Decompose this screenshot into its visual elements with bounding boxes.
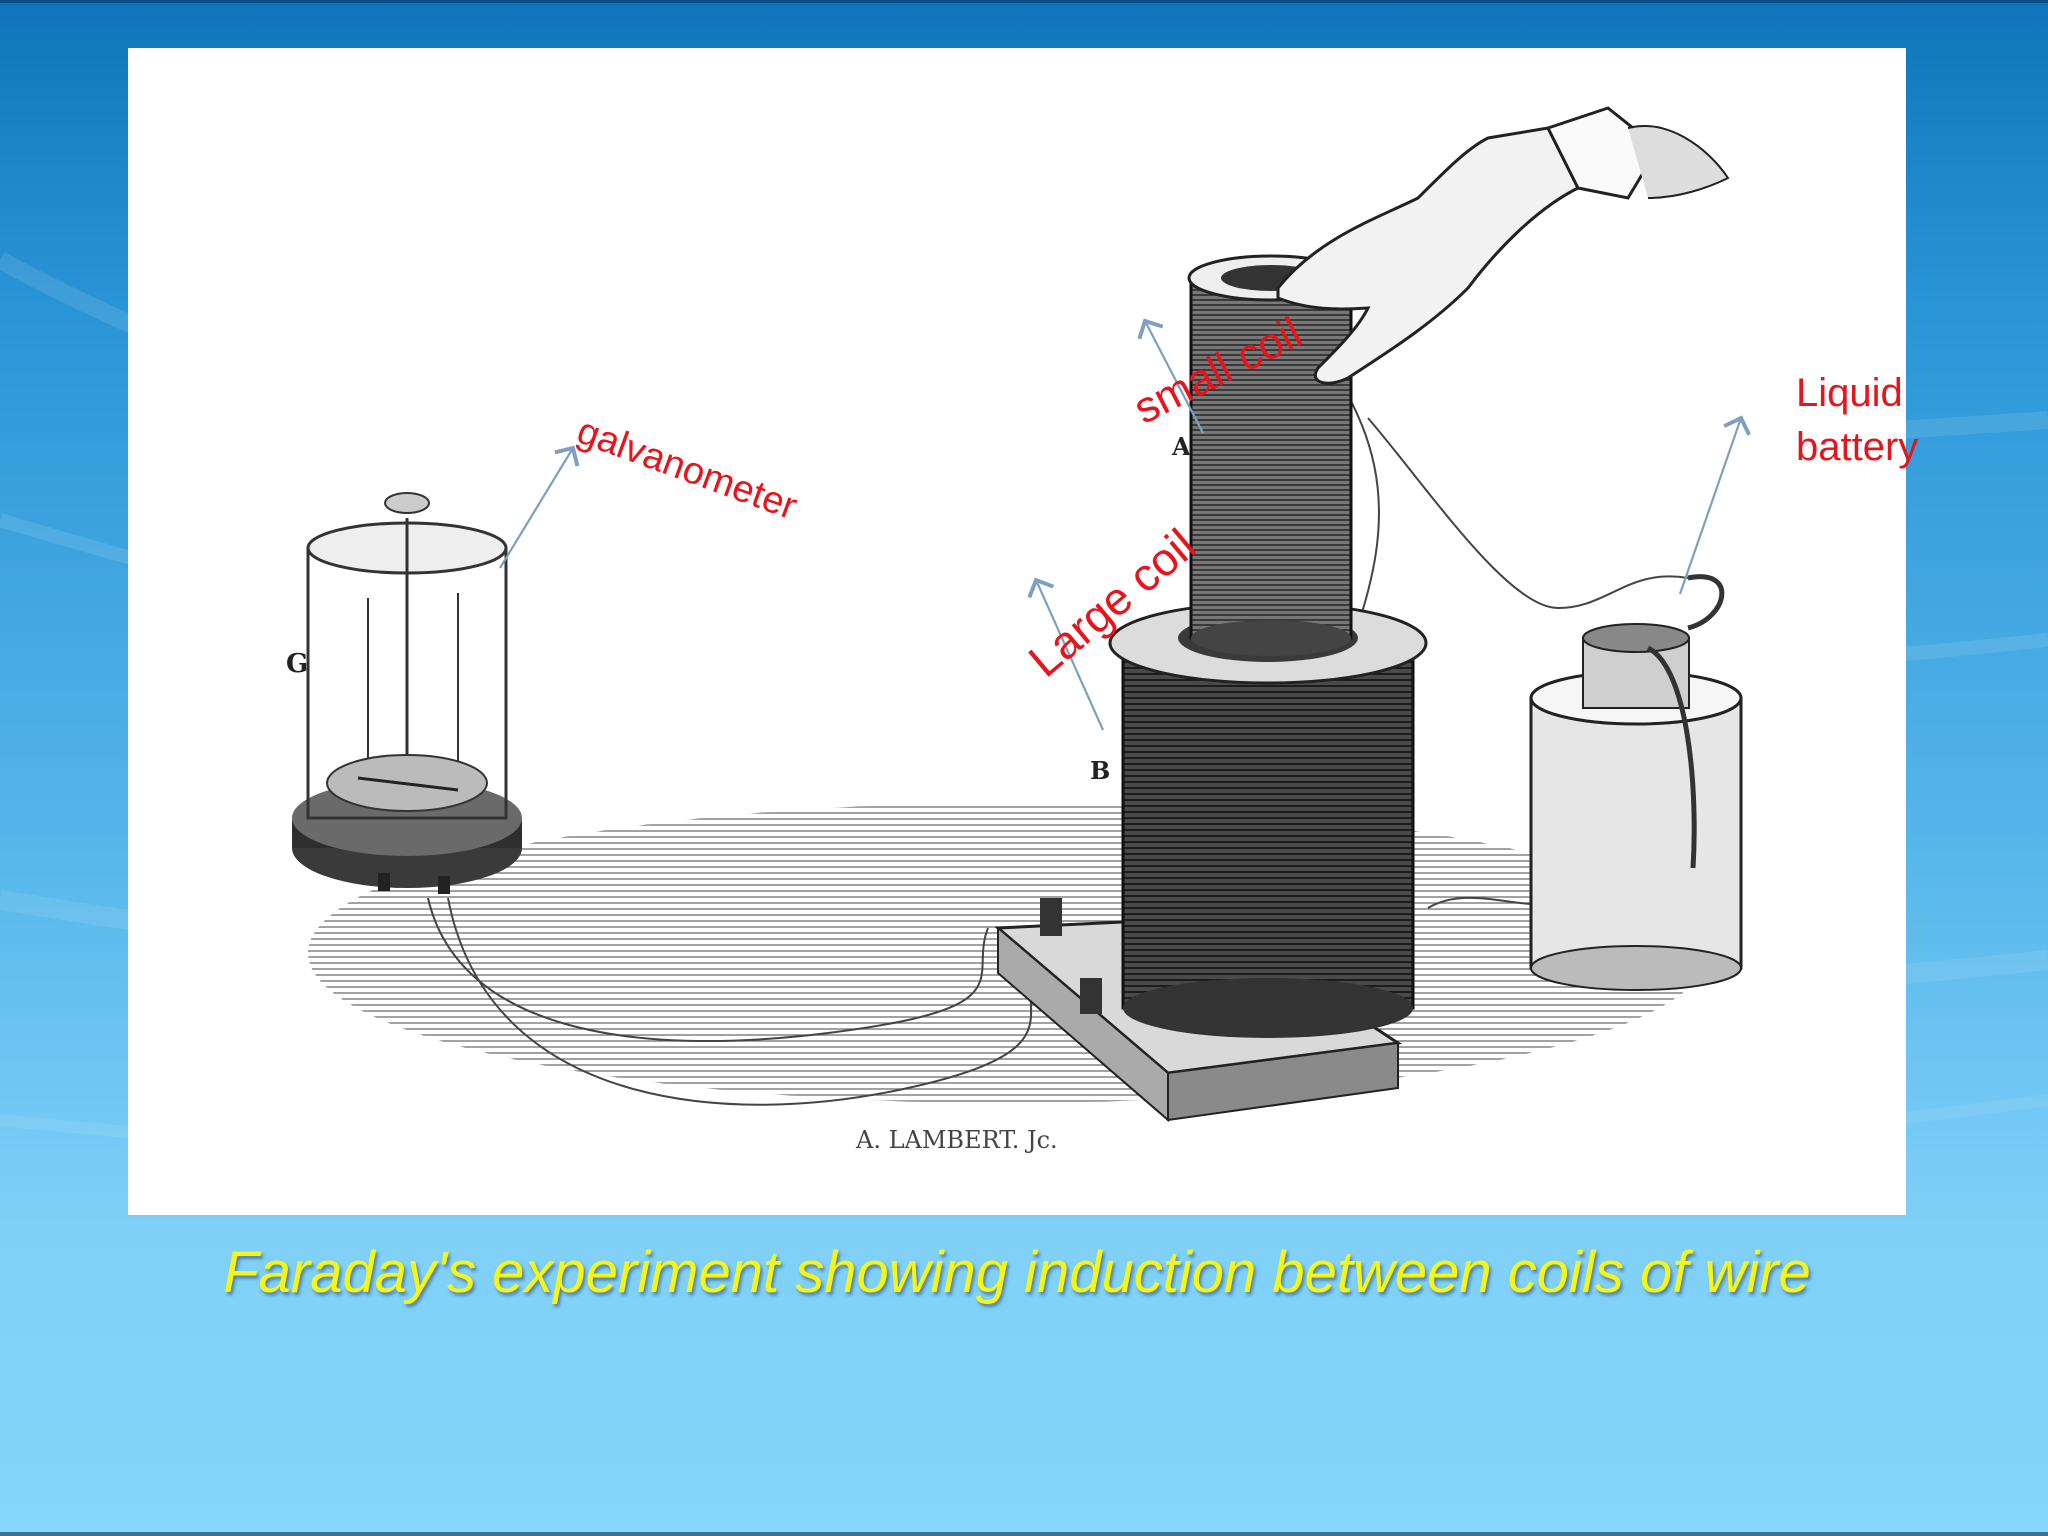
label-liquid-battery: Liquid battery	[1796, 371, 1919, 469]
mark-b: B	[1090, 756, 1110, 785]
slide-caption: Faraday's experiment showing induction b…	[223, 1240, 1811, 1305]
arrow-large-coil	[1027, 577, 1105, 731]
mark-a: A	[1171, 432, 1191, 461]
small-coil-device	[1187, 254, 1355, 656]
liquid-battery-device	[1529, 574, 1743, 991]
arrow-galvanometer	[499, 445, 580, 569]
hand-illustration	[1276, 106, 1730, 385]
engraving-drawing: G A B A. LAMBERT. Jc.	[286, 106, 1751, 1154]
arrow-small-coil	[1137, 318, 1204, 434]
engraver-signature: A. LAMBERT. Jc.	[855, 1126, 1058, 1154]
bottom-border	[0, 1532, 2048, 1536]
large-coil-device	[1108, 601, 1428, 1038]
top-border	[0, 0, 2048, 3]
mark-g: G	[286, 649, 308, 679]
pointer-arrows	[499, 318, 1751, 731]
faraday-illustration: G A B A. LAMBERT. Jc. galvanometer small…	[128, 48, 1918, 1215]
arrow-liquid-battery	[1678, 415, 1751, 595]
connecting-wires	[427, 377, 1689, 1106]
galvanometer-device	[292, 492, 522, 894]
